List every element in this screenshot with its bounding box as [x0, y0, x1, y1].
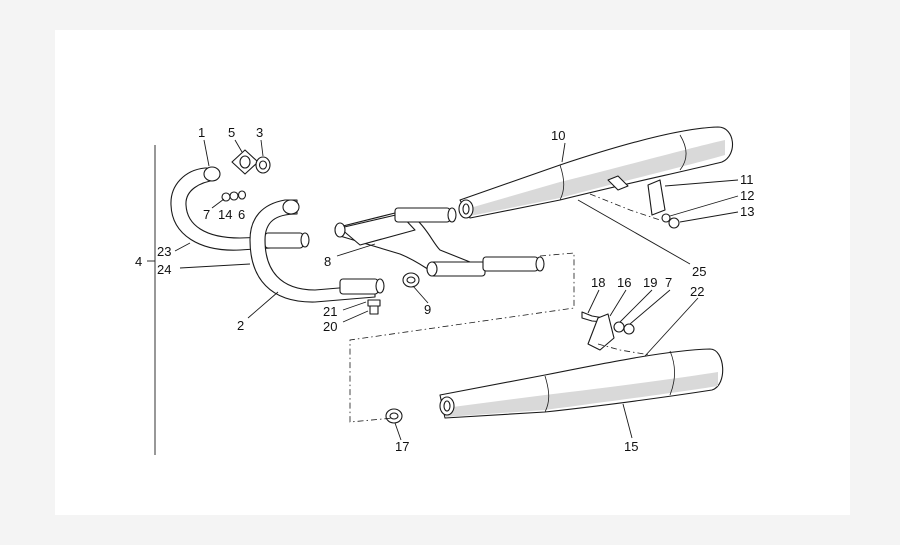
- callout-16: 16: [617, 275, 631, 290]
- silencer-left[interactable]: [439, 348, 724, 419]
- leader-lines: [147, 139, 739, 441]
- callout-3: 3: [256, 125, 263, 140]
- callout-2: 2: [237, 318, 244, 333]
- assembly-path-line-3: [589, 193, 661, 221]
- callout-14: 14: [218, 207, 232, 222]
- callout-1: 1: [198, 125, 205, 140]
- callout-21: 21: [323, 304, 337, 319]
- callout-19: 19: [643, 275, 657, 290]
- header-pipe-front[interactable]: [249, 199, 385, 303]
- header-pipe-rear[interactable]: [170, 166, 310, 251]
- pipe-clamp-lower[interactable]: [385, 408, 403, 424]
- callout-13: 13: [740, 204, 754, 219]
- callout-23: 23: [157, 244, 171, 259]
- callout-11: 11: [740, 172, 754, 187]
- callout-17: 17: [395, 439, 409, 454]
- callout-12: 12: [740, 188, 754, 203]
- callout-7a: 7: [203, 207, 210, 222]
- callout-6: 6: [238, 207, 245, 222]
- callout-24: 24: [157, 262, 171, 277]
- callout-22: 22: [690, 284, 704, 299]
- callout-7b: 7: [665, 275, 672, 290]
- silencer-right[interactable]: [458, 126, 733, 219]
- washer-nut-set[interactable]: [221, 190, 247, 202]
- crossover-compensator[interactable]: [334, 207, 545, 277]
- callout-20: 20: [323, 319, 337, 334]
- sealing-ring[interactable]: [255, 156, 271, 174]
- drain-bolt[interactable]: [367, 299, 381, 315]
- callout-15: 15: [624, 439, 638, 454]
- assembly-path-line-2: [597, 343, 651, 356]
- callout-9: 9: [424, 302, 431, 317]
- callout-10: 10: [551, 128, 565, 143]
- bracket-bolt-set[interactable]: [581, 311, 635, 351]
- callout-8: 8: [324, 254, 331, 269]
- callout-labels: 1 5 3 7 14 6 23 4 24 2 8 9 21 20 10 11 1…: [135, 125, 754, 454]
- callout-5: 5: [228, 125, 235, 140]
- silencer-mount-bracket[interactable]: [647, 179, 680, 229]
- assembly-path-line: [349, 252, 575, 423]
- callout-4: 4: [135, 254, 142, 269]
- callout-18: 18: [591, 275, 605, 290]
- flange-gasket[interactable]: [231, 149, 259, 175]
- callout-25: 25: [692, 264, 706, 279]
- pipe-clamp-upper[interactable]: [402, 272, 420, 288]
